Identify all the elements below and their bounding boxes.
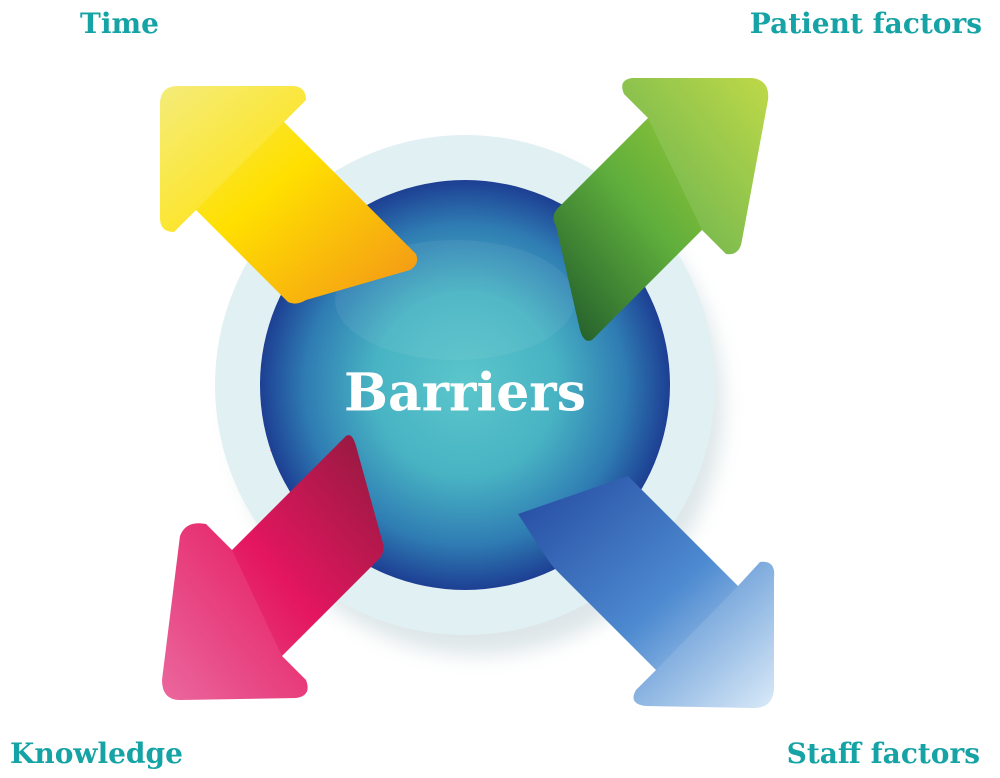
center-label: Barriers	[344, 363, 586, 424]
label-time: Time	[80, 7, 159, 40]
arrow-down-right-icon	[518, 476, 775, 708]
arrow-down-left-icon	[162, 435, 384, 700]
arrow-up-left-icon	[160, 86, 418, 304]
arrow-up-right-icon	[553, 78, 769, 341]
label-patient-factors: Patient factors	[749, 7, 982, 40]
label-knowledge: Knowledge	[10, 737, 183, 770]
label-staff-factors: Staff factors	[786, 737, 980, 770]
